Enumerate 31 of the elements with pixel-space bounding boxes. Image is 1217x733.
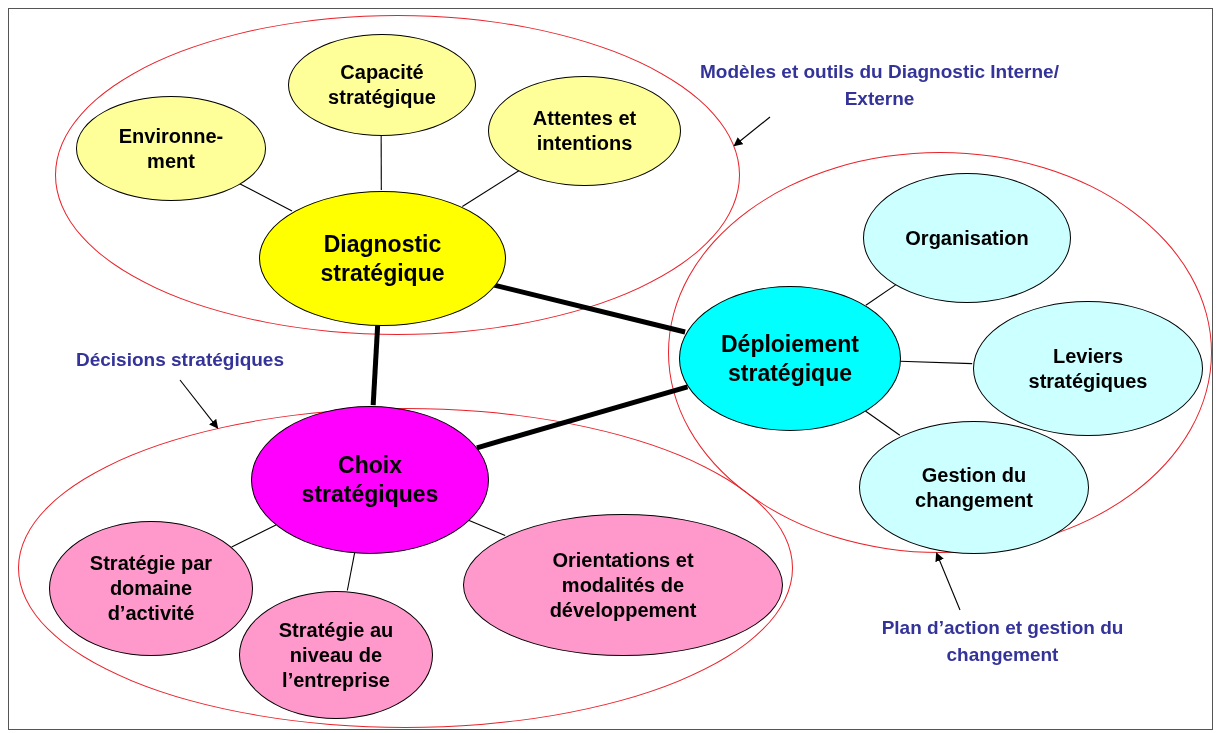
connector-line <box>899 360 973 365</box>
node-label: Stratégie par domaine d’activité <box>88 551 214 626</box>
connector-line <box>231 524 277 548</box>
connector-line <box>467 519 506 537</box>
group-ellipse <box>668 152 1212 553</box>
connector-line <box>493 282 686 335</box>
connector-line <box>346 551 356 592</box>
connector-line <box>864 410 901 436</box>
node-label: Leviers stratégiques <box>1027 343 1149 394</box>
annotation-text: Plan d’action et gestion du changement <box>880 616 1125 667</box>
pointer-arrow <box>179 379 219 429</box>
node-label: Choix stratégiques <box>300 451 440 509</box>
node-label: Déploiement stratégique <box>720 329 860 388</box>
node-label: Orientations et modalités de développement <box>548 547 698 623</box>
connector-line <box>370 324 381 406</box>
node-label: Attentes et intentions <box>531 106 638 156</box>
annotation-text: Modèles et outils du Diagnostic Interne/ Externe <box>699 59 1060 111</box>
connector-line <box>476 384 689 451</box>
node-label: Stratégie au niveau de l’entreprise <box>277 617 395 693</box>
connector-line <box>238 182 293 212</box>
node-label: Organisation <box>905 225 1029 251</box>
annotation-text: Décisions stratégiques <box>76 347 284 372</box>
connector-line <box>461 170 520 207</box>
node-label: Environne- ment <box>117 123 225 174</box>
pointer-arrow <box>733 116 771 147</box>
node-label: Gestion du changement <box>914 462 1034 513</box>
node-label: Diagnostic stratégique <box>319 229 446 288</box>
pointer-arrow <box>935 552 961 611</box>
connector-line <box>380 134 382 191</box>
node-label: Capacité stratégique <box>327 60 437 110</box>
connector-line <box>865 284 897 306</box>
